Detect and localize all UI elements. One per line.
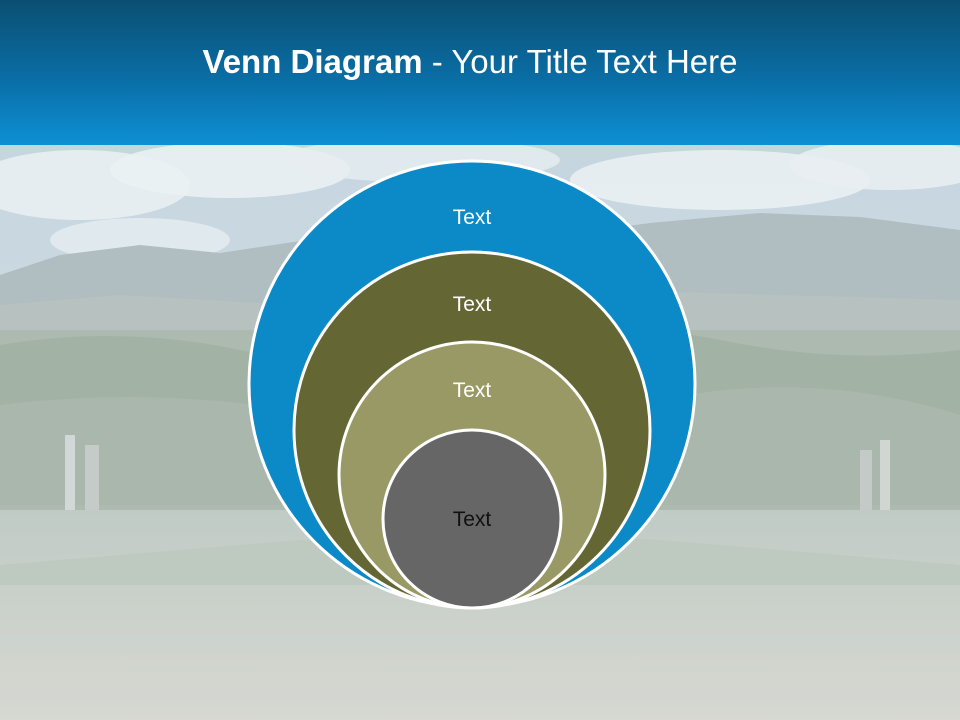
circle-inner-label: Text bbox=[453, 508, 492, 531]
circle-third-label: Text bbox=[453, 379, 492, 402]
circle-outer-label: Text bbox=[453, 206, 492, 229]
circle-second-label: Text bbox=[453, 293, 492, 316]
slide-title-bold: Venn Diagram bbox=[202, 43, 423, 80]
slide-title: Venn Diagram - Your Title Text Here bbox=[0, 40, 940, 84]
circle-inner bbox=[381, 428, 563, 610]
slide-title-rest: - Your Title Text Here bbox=[422, 43, 738, 80]
title-bar: Venn Diagram - Your Title Text Here bbox=[0, 0, 960, 145]
